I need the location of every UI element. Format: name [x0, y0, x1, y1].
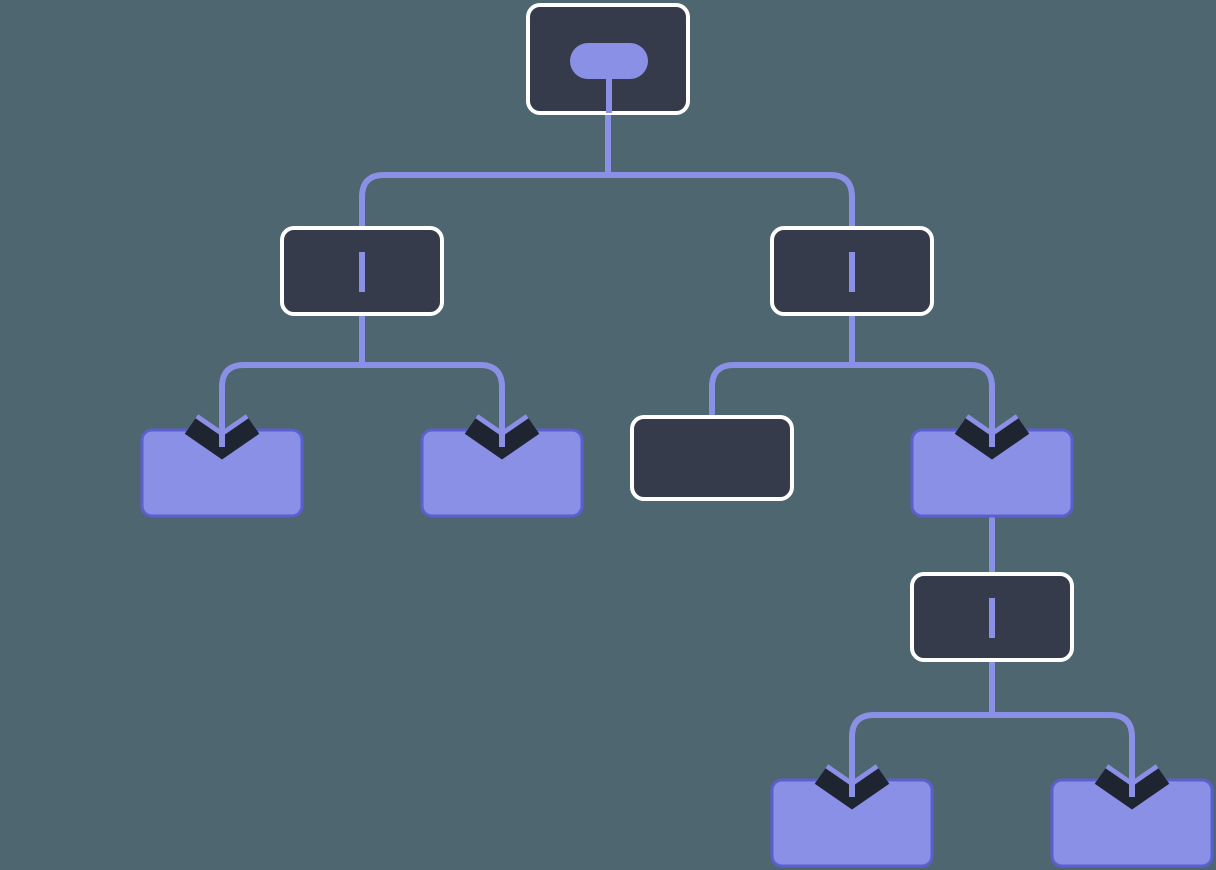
root-node[interactable]	[526, 3, 690, 115]
incoming-arrowhead	[1091, 749, 1173, 816]
edge-level1-left-to-leaf-2	[359, 314, 505, 432]
arrowhead-core	[814, 768, 890, 810]
incoming-arrowhead	[461, 399, 543, 466]
edge-level1-right-to-dark-node	[709, 314, 855, 417]
edge-layer	[219, 113, 1135, 782]
level3-dark-node[interactable]	[910, 572, 1074, 662]
edge-level3-node-to-leaf-4	[849, 660, 995, 782]
incoming-arrowhead	[181, 399, 263, 466]
edge-level1-right-to-leaf-3	[849, 314, 995, 432]
root-pill-shape	[570, 43, 648, 79]
level1-left-node[interactable]	[280, 226, 444, 316]
arrowhead-core	[184, 418, 260, 460]
edge-level3-node-to-leaf-5	[989, 660, 1135, 782]
dark-node-body[interactable]	[630, 415, 794, 501]
incoming-arrowhead	[811, 749, 893, 816]
node-layer	[140, 3, 1214, 868]
level1-right-node[interactable]	[770, 226, 934, 316]
edge-level1-left-to-leaf-1	[219, 314, 365, 432]
arrowhead-core	[464, 418, 540, 460]
arrowhead-layer	[181, 399, 1173, 816]
edge-root-to-level1-right	[605, 113, 855, 228]
level2-dark-node[interactable]	[630, 415, 794, 501]
arrowhead-core	[954, 418, 1030, 460]
incoming-arrowhead	[951, 399, 1033, 466]
edge-root-to-level1-left	[359, 113, 611, 228]
arrowhead-core	[1094, 768, 1170, 810]
